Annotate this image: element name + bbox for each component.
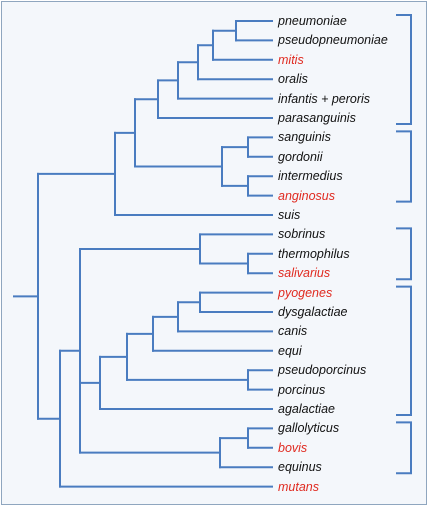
taxon-label-canis: canis [278,324,308,339]
taxon-label-mitis: mitis [278,52,304,67]
taxon-label-intermedius: intermedius [278,169,343,184]
taxon-label-mutans: mutans [278,479,319,494]
taxon-label-pyogenes: pyogenes [278,285,333,300]
taxon-label-parasanguinis: parasanguinis [278,111,356,125]
taxon-label-equinus: equinus [278,460,322,475]
taxon-label-dysgalactiae: dysgalactiae [278,305,348,319]
taxon-label-pseudoporcinus: pseudoporcinus [278,363,367,378]
taxon-label-porcinus: porcinus [278,382,326,397]
taxon-label-bovis: bovis [278,440,308,455]
group-bracket [396,227,412,281]
taxon-label-anginosus: anginosus [278,188,335,203]
taxon-label-gallolyticus: gallolyticus [278,421,340,436]
taxon-label-sobrinus: sobrinus [278,227,326,242]
group-bracket [396,14,412,125]
tree-branches [13,20,273,488]
taxon-label-suis: suis [278,208,301,222]
taxon-label-thermophilus: thermophilus [278,246,350,261]
taxon-label-pseudopneumoniae: pseudopneumoniae [278,33,388,48]
group-brackets [396,14,412,475]
taxon-label-salivarius: salivarius [278,266,331,281]
taxon-label-equi: equi [278,343,302,358]
taxon-label-gordonii: gordonii [278,149,323,164]
taxon-label-infantis-peroris: infantis + peroris [278,91,371,106]
group-bracket [396,421,412,475]
group-bracket [396,285,412,416]
taxon-label-oralis: oralis [278,72,308,87]
group-bracket [396,130,412,203]
taxon-label-agalactiae: agalactiae [278,402,335,416]
taxon-label-pneumoniae: pneumoniae [278,14,347,28]
taxon-label-sanguinis: sanguinis [278,130,331,145]
